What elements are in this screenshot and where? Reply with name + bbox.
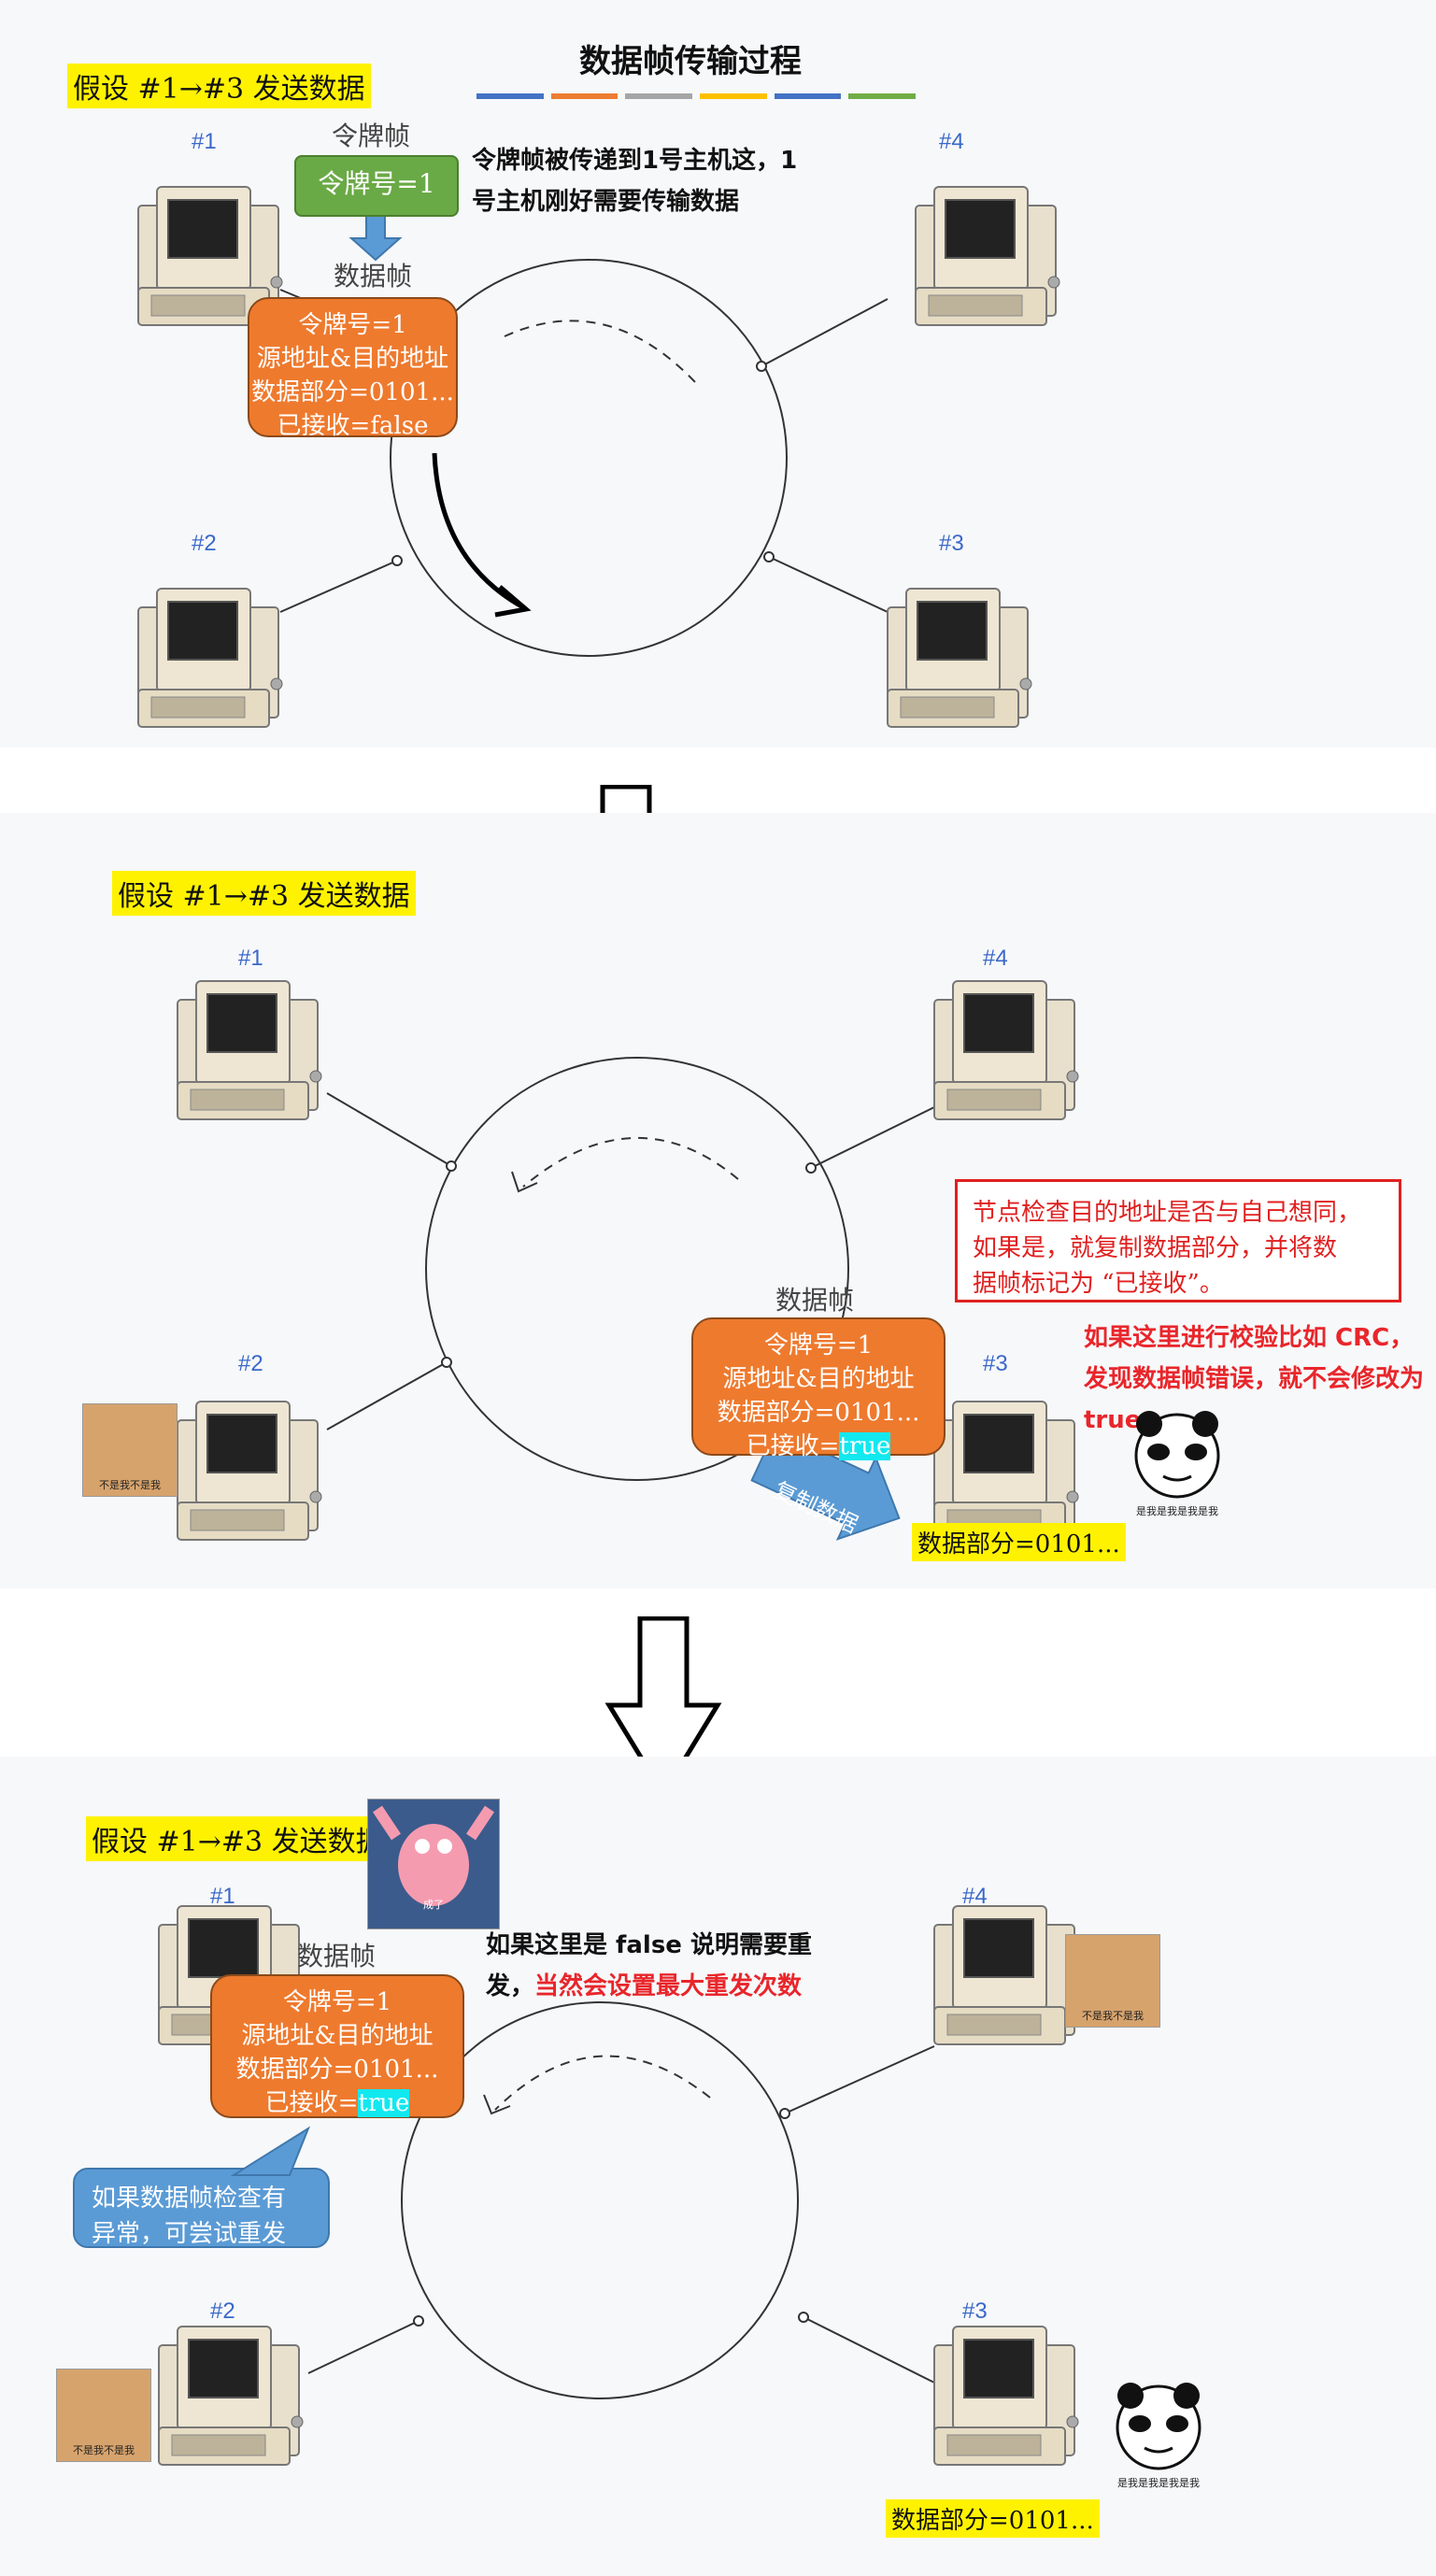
copied-data-3: 数据部分=0101... (886, 2499, 1100, 2538)
frame-token: 令牌号=1 (282, 1988, 392, 2016)
frame-recv: 已接收=true (264, 2089, 410, 2117)
down-arrow-icon (604, 1616, 722, 1799)
title-color-bar (476, 93, 917, 99)
dashed-rotation-icon (494, 2055, 711, 2111)
link-2 (279, 560, 398, 613)
ring (425, 1057, 849, 1481)
host-label-4: #4 (983, 946, 1008, 971)
curved-arrow-icon (432, 452, 525, 610)
data-frame-2: 令牌号=1 源地址&目的地址 数据部分=0101... 已接收=true (691, 1317, 945, 1460)
frame-token: 令牌号=1 (298, 311, 407, 339)
host-label-3: #3 (939, 531, 964, 556)
patrick-meme-image: 成了 (367, 1799, 500, 1929)
title-bar-segment-4 (774, 93, 842, 99)
title-bar-segment-5 (848, 93, 917, 99)
bubble-tail (230, 2126, 311, 2176)
host-label-2: #2 (238, 1351, 263, 1376)
assume-label-3: 假设 #1→#3 发送数据 (86, 1816, 390, 1861)
host-label-4: #4 (939, 129, 964, 154)
doge-meme-image: 不是我不是我 (82, 1403, 178, 1497)
token-frame: 令牌号=1 (294, 155, 459, 217)
host-label-4: #4 (962, 1884, 988, 1909)
ring (390, 259, 788, 657)
host-label-3: #3 (983, 1351, 1008, 1376)
data-frame-caption-1: 数据帧 (334, 261, 413, 292)
host-label-1: #1 (238, 946, 263, 971)
title-bar-segment-0 (476, 93, 544, 99)
retry-note: 如果这里是 false 说明需要重 发，当然会设置最大重发次数 (486, 1931, 812, 2000)
title-bar-segment-1 (550, 93, 618, 99)
frame-recv: 已接收=false (277, 412, 429, 440)
ring-diagram-2 (177, 980, 1079, 1541)
down-arrow-icon (348, 214, 403, 262)
panel1-note: 令牌帧被传递到1号主机这，1 号主机刚好需要传输数据 (472, 147, 798, 216)
data-frame-caption-3: 数据帧 (297, 1941, 377, 1971)
crc-note: 如果这里进行校验比如 CRC， 发现数据帧错误，就不会修改为 true (1084, 1324, 1425, 1434)
host-label-1: #1 (210, 1884, 235, 1909)
data-frame-caption-2: 数据帧 (775, 1285, 855, 1316)
data-frame-1: 令牌号=1 源地址&目的地址 数据部分=0101... 已接收=false (248, 297, 458, 440)
dashed-rotation-icon (522, 1136, 739, 1188)
dashed-rotation-icon (504, 320, 697, 384)
frame-data: 数据部分=0101... (251, 378, 454, 406)
ring-diagram-1 (137, 186, 1060, 728)
frame-addr: 源地址&目的地址 (722, 1365, 915, 1393)
link-3 (768, 556, 889, 613)
assume-label-1: 假设 #1→#3 发送数据 (67, 64, 371, 108)
doge-meme-image: 不是我不是我 (56, 2369, 151, 2462)
host-label-2: #2 (210, 2298, 235, 2324)
token-frame-caption: 令牌帧 (332, 121, 411, 151)
title-bar-segment-3 (700, 93, 767, 99)
copied-data-2: 数据部分=0101... (912, 1523, 1126, 1561)
frame-data: 数据部分=0101... (235, 2056, 439, 2084)
retry-bubble: 如果数据帧检查有 异常，可尝试重发 (73, 2168, 330, 2248)
link-4 (761, 298, 889, 367)
doge-meme-image: 不是我不是我 (1065, 1934, 1160, 2028)
check-address-box: 节点检查目的地址是否与自己想同， 如果是，就复制数据部分，并将数 据帧标记为 “… (955, 1179, 1401, 1302)
copy-data-arrow (750, 1428, 901, 1541)
host-label-3: #3 (962, 2298, 988, 2324)
frame-addr: 源地址&目的地址 (256, 345, 449, 373)
panda-meme-image: 是我是我是我是我 (1121, 1411, 1233, 1517)
host-label-2: #2 (192, 531, 217, 556)
data-frame-3: 令牌号=1 源地址&目的地址 数据部分=0101... 已接收=true (210, 1974, 464, 2118)
frame-token: 令牌号=1 (763, 1331, 874, 1359)
assume-label-2: 假设 #1→#3 发送数据 (112, 871, 416, 916)
ring (401, 2001, 799, 2399)
panda-meme-image: 是我是我是我是我 (1102, 2383, 1215, 2489)
frame-recv: 已接收=true (746, 1432, 891, 1460)
frame-addr: 源地址&目的地址 (241, 2022, 434, 2050)
page-title: 数据帧传输过程 (579, 43, 802, 80)
host-label-1: #1 (192, 129, 217, 154)
title-bar-segment-2 (625, 93, 693, 99)
frame-data: 数据部分=0101... (717, 1399, 920, 1427)
